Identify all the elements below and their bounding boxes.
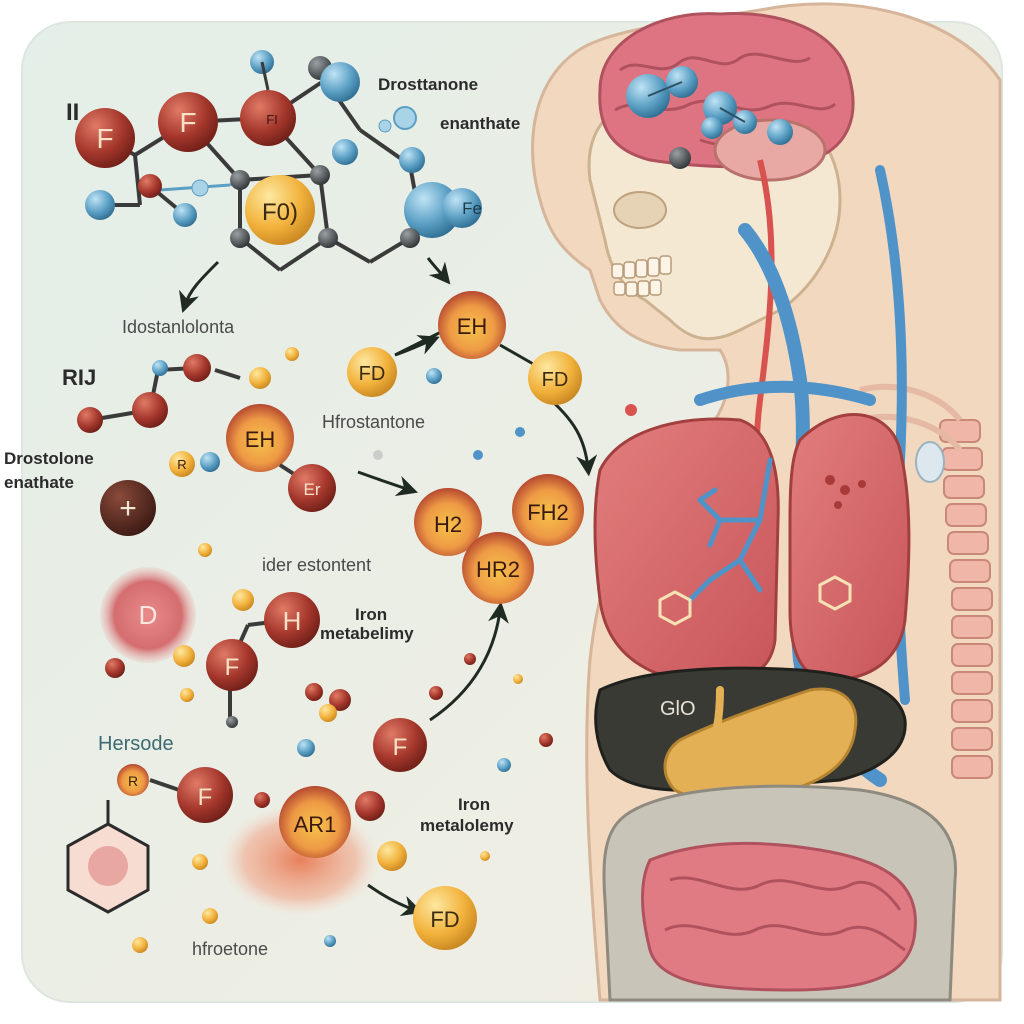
atom-r-bottom bbox=[117, 764, 149, 796]
label-hfrostantone: Hfrostantone bbox=[322, 412, 426, 432]
atom-ar1 bbox=[279, 786, 351, 858]
atom-f-pair bbox=[206, 639, 258, 691]
atom-f-hersode bbox=[177, 767, 233, 823]
atom-h2-left bbox=[414, 488, 482, 556]
brain-molecule-cluster bbox=[626, 66, 793, 169]
label-metalolemy: metalolemy bbox=[420, 816, 514, 835]
small-intestine bbox=[641, 841, 917, 992]
label-ider-estontent: ider estontent bbox=[262, 555, 372, 575]
svg-text:R: R bbox=[128, 773, 138, 789]
label-roman-numeral: II bbox=[66, 99, 80, 126]
bronchi-icon bbox=[687, 457, 773, 603]
label-drostolone: Drostolone bbox=[4, 449, 94, 468]
atom-fd-left bbox=[347, 347, 397, 397]
svg-text:FI: FI bbox=[266, 112, 278, 127]
label-iron-1: Iron bbox=[355, 605, 388, 624]
label-enathate-left: enathate bbox=[4, 473, 74, 492]
svg-text:EH: EH bbox=[457, 314, 488, 339]
atom-f2 bbox=[158, 92, 218, 152]
atom-f-bottom bbox=[373, 718, 427, 772]
left-molecules: EH Er R + bbox=[77, 347, 637, 536]
svg-text:F: F bbox=[225, 654, 240, 681]
atom-er bbox=[288, 464, 336, 512]
atom-eh-mid bbox=[226, 404, 294, 472]
spine-icon bbox=[939, 419, 993, 779]
plus-atom bbox=[100, 480, 156, 536]
svg-text:D: D bbox=[139, 600, 158, 630]
atom-r-small bbox=[169, 451, 195, 477]
svg-text:FD: FD bbox=[430, 907, 459, 932]
right-lung bbox=[788, 413, 911, 682]
svg-text:H: H bbox=[283, 606, 302, 636]
blurred-atom-d bbox=[100, 567, 196, 663]
label-hersode: Hersode bbox=[98, 733, 174, 755]
svg-text:+: + bbox=[119, 492, 137, 525]
svg-text:FD: FD bbox=[359, 363, 386, 385]
svg-text:Er: Er bbox=[304, 480, 321, 499]
svg-text:AR1: AR1 bbox=[294, 812, 337, 837]
atom-fd-bottom bbox=[413, 886, 477, 950]
svg-text:Fe: Fe bbox=[462, 199, 482, 218]
atom-h bbox=[264, 592, 320, 648]
atom-f1 bbox=[75, 108, 135, 168]
iron-cycle: EH FD FD H2 FH2 HR2 bbox=[347, 291, 584, 604]
label-rij: RIJ bbox=[62, 365, 97, 390]
svg-text:R: R bbox=[177, 457, 186, 472]
lower-molecules: D H F F R F bbox=[66, 543, 553, 953]
human-body-anatomy: GlO bbox=[531, 2, 1002, 1002]
svg-text:FD: FD bbox=[542, 369, 569, 391]
stomach-icon bbox=[663, 687, 858, 799]
label-iron-2: Iron bbox=[458, 795, 491, 814]
svg-text:EH: EH bbox=[245, 427, 276, 452]
teeth-icon bbox=[611, 255, 672, 297]
drostanolone-structure: F F FI F0) Fe bbox=[75, 50, 482, 272]
lung-hexagon-motif bbox=[658, 575, 852, 626]
liver-label: GlO bbox=[660, 698, 696, 720]
svg-text:F0): F0) bbox=[262, 199, 298, 226]
svg-text:F: F bbox=[198, 784, 213, 811]
left-lung bbox=[593, 417, 780, 686]
label-metabelimy: metabelimy bbox=[320, 624, 414, 643]
svg-text:F: F bbox=[393, 734, 408, 761]
svg-text:H2: H2 bbox=[434, 512, 462, 537]
label-drostanone: Drosttanone bbox=[378, 75, 479, 94]
atom-fh2 bbox=[512, 474, 584, 546]
atom-eh-top bbox=[438, 291, 506, 359]
atom-red-top bbox=[240, 90, 296, 146]
svg-text:F: F bbox=[179, 107, 196, 138]
atom-fd-right bbox=[528, 351, 582, 405]
svg-text:F: F bbox=[96, 123, 113, 154]
atom-hr2 bbox=[462, 532, 534, 604]
label-hfroetone: hfroetone bbox=[192, 939, 269, 959]
svg-text:FH2: FH2 bbox=[527, 500, 569, 525]
svg-text:HR2: HR2 bbox=[476, 557, 520, 582]
label-idostanlolonta: Idostanlolonta bbox=[122, 317, 235, 337]
label-enanthate-top: enanthate bbox=[440, 114, 521, 133]
ring-center-atom bbox=[245, 175, 315, 245]
capsule-icon bbox=[915, 441, 945, 483]
